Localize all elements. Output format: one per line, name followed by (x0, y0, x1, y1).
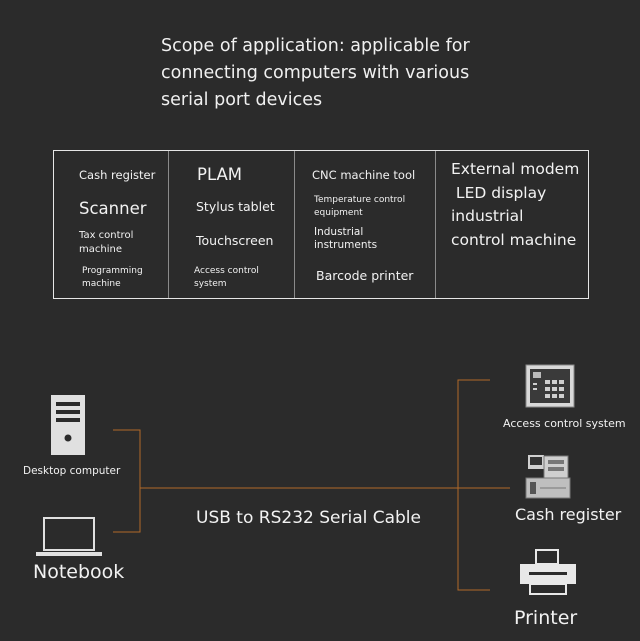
cell-access-control: Access control system (194, 266, 259, 289)
right-bracket-line (457, 379, 490, 591)
cell-programming: Programming machine (82, 266, 143, 289)
cell-temperature: Temperature control equipment (314, 195, 406, 218)
printer-label: Printer (514, 607, 578, 629)
cell-barcode: Barcode printer (316, 268, 414, 283)
cell-plam: PLAM (197, 165, 243, 184)
desktop-computer-icon (51, 395, 85, 455)
cell-touchscreen: Touchscreen (196, 233, 274, 248)
cell-industrial-instruments: Industrial instruments (314, 226, 378, 251)
notebook-label: Notebook (33, 561, 125, 583)
laptop-icon (36, 517, 102, 556)
cell-cnc: CNC machine tool (312, 168, 416, 182)
cash-register-icon (525, 455, 571, 499)
access-control-label: Access control system (503, 417, 626, 430)
cell-tax-control: Tax control machine (79, 230, 134, 255)
left-bracket-line (113, 429, 141, 533)
cable-label: USB to RS232 Serial Cable (196, 508, 421, 528)
cell-cash-register: Cash register (79, 168, 156, 182)
scope-line-1: Scope of application: applicable for (161, 36, 470, 56)
device-table: Cash register Scanner Tax control machin… (53, 150, 589, 299)
cell-stylus: Stylus tablet (196, 199, 275, 214)
cash-register-label: Cash register (515, 505, 622, 524)
scope-line-3: serial port devices (161, 90, 323, 110)
scope-line-2: connecting computers with various (161, 63, 470, 83)
table-divider (294, 151, 295, 298)
access-control-icon (525, 364, 575, 408)
cell-scanner: Scanner (79, 199, 147, 218)
scope-description: Scope of application: applicable for con… (161, 33, 561, 114)
desktop-computer-label: Desktop computer (23, 465, 121, 477)
table-divider (168, 151, 169, 298)
printer-icon (520, 549, 576, 595)
connector-lines (113, 379, 510, 591)
cell-col4: External modem LED display industrial co… (451, 160, 580, 249)
table-divider (435, 151, 436, 298)
